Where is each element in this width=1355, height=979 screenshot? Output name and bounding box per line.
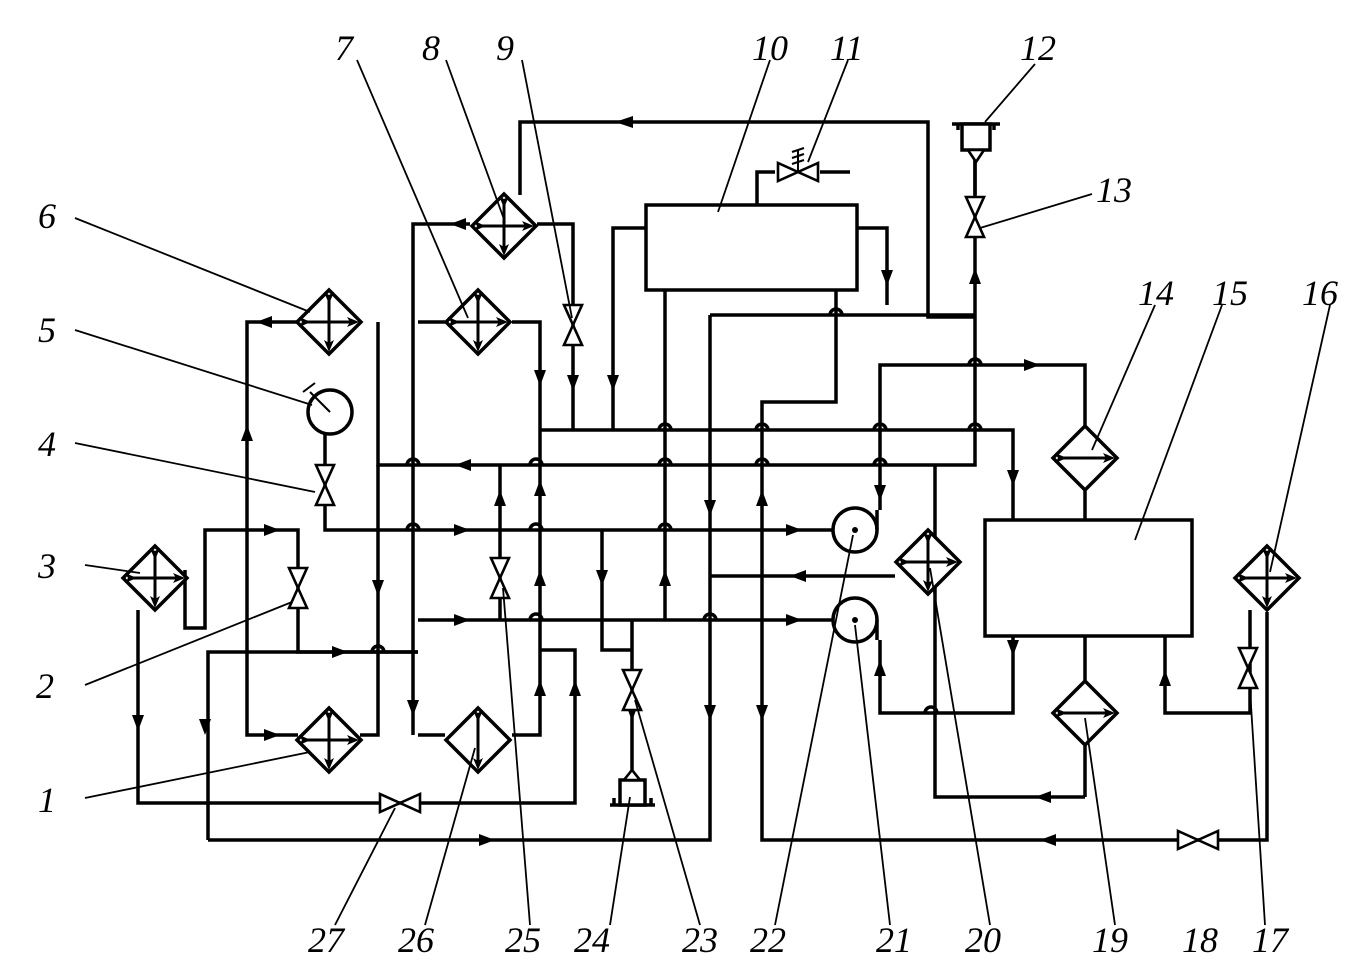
valve-2 — [286, 566, 310, 610]
label-12: 12 — [1020, 28, 1056, 68]
pump-22 — [831, 506, 879, 554]
label-24: 24 — [574, 920, 610, 960]
pipe-crossings — [370, 307, 983, 714]
label-14: 14 — [1138, 273, 1174, 313]
label-25: 25 — [505, 920, 541, 960]
label-1: 1 — [38, 780, 56, 820]
label-22: 22 — [750, 920, 786, 960]
label-13: 13 — [1096, 170, 1132, 210]
label-20: 20 — [965, 920, 1001, 960]
label-21: 21 — [876, 920, 912, 960]
vessel-10 — [644, 203, 859, 292]
heat-exchanger-16 — [1232, 543, 1302, 613]
vessel-15 — [983, 518, 1194, 638]
heat-exchanger-14 — [1050, 423, 1120, 493]
label-26: 26 — [398, 920, 434, 960]
flow-arrows — [132, 116, 1171, 846]
label-23: 23 — [682, 920, 718, 960]
heat-exchanger-3 — [120, 543, 190, 613]
label-9: 9 — [496, 28, 514, 68]
valve-23 — [620, 668, 644, 712]
label-10: 10 — [752, 28, 788, 68]
label-16: 16 — [1302, 273, 1338, 313]
heat-exchanger-7 — [443, 287, 513, 357]
label-17: 17 — [1252, 920, 1290, 960]
label-11: 11 — [830, 28, 863, 68]
heat-exchanger-20 — [893, 527, 963, 597]
label-7: 7 — [335, 28, 355, 68]
valve-13 — [963, 195, 987, 239]
label-8: 8 — [422, 28, 440, 68]
label-18: 18 — [1182, 920, 1218, 960]
label-27: 27 — [308, 920, 346, 960]
leader-lines — [74, 59, 1331, 926]
valve-17 — [1236, 646, 1260, 690]
heat-exchanger-26 — [443, 705, 513, 775]
label-5: 5 — [38, 310, 56, 350]
label-2: 2 — [36, 666, 54, 706]
trap-12 — [952, 122, 1000, 165]
component-labels: 1 2 3 4 5 6 7 8 9 10 11 12 13 14 15 16 1… — [36, 28, 1338, 960]
valve-11 — [776, 147, 820, 184]
pump-21 — [831, 596, 879, 644]
label-4: 4 — [38, 424, 56, 464]
heat-exchanger-1 — [294, 705, 364, 775]
trap-24 — [610, 767, 655, 807]
valve-4 — [313, 463, 337, 507]
heat-exchanger-6 — [294, 287, 364, 357]
label-19: 19 — [1092, 920, 1128, 960]
valve-9 — [561, 303, 585, 347]
valve-27 — [378, 791, 422, 815]
label-3: 3 — [37, 546, 56, 586]
heat-exchanger-19 — [1050, 678, 1120, 748]
heat-exchanger-8 — [469, 191, 539, 261]
pressure-gauge-5 — [302, 382, 354, 440]
valve-25 — [488, 556, 512, 600]
label-15: 15 — [1212, 273, 1248, 313]
label-6: 6 — [38, 196, 56, 236]
piping — [136, 120, 1269, 842]
valve-18 — [1176, 828, 1220, 852]
